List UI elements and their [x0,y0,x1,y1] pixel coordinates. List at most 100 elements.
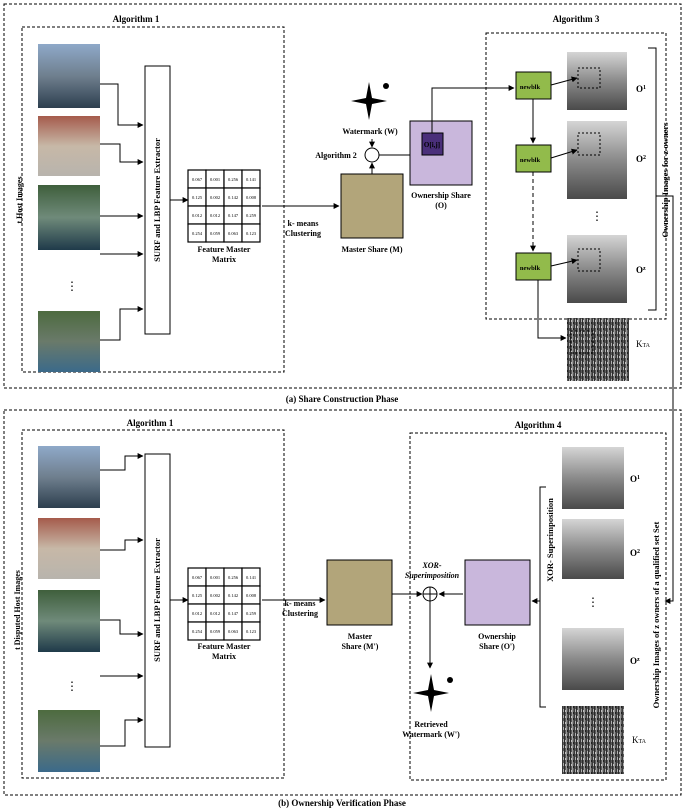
newblk-z-label: newblk [520,265,541,272]
arrow-image4-extractor-b [100,717,144,747]
host-image-girl-a [38,311,100,372]
feature-extractor-label-b: SURF and LBP Feature Extractor [152,538,162,662]
algorithm3-title: Algorithm 3 [553,14,600,24]
matrix-value-a: 0.063 [228,231,239,236]
matrix-value-a: 0.256 [228,177,239,182]
kta-image-a [567,318,629,381]
phase-b-ownership-verification: Algorithm 1 Algorithm 4 t Disputed Host … [3,409,682,808]
matrix-value-b: 0.012 [210,611,220,616]
arrow-xor-ownership-a [379,147,413,156]
kmeans-label-line2-a: Clustering [285,229,321,238]
ownership-share-label-line1-b: Ownership [478,632,516,641]
matrix-value-b: 0.067 [192,575,203,580]
master-share-label-a: Master Share (M) [341,245,402,254]
matrix-label-line1-a: Feature Master [198,245,251,254]
arrow-image3-extractor-b [100,619,144,637]
phase-a-outer-frame [3,3,682,389]
matrix-value-a: 0.012 [192,213,202,218]
matrix-value-b: 0.063 [228,629,239,634]
xor-vertical-label: XOR- Superimposition [545,498,555,582]
owner-ellipsis-a: ⋮ [591,209,603,223]
feature-extractor-box-a [144,65,171,335]
matrix-label-line2-a: Matrix [212,255,236,264]
host-images-label-a: t Host Images [15,176,24,223]
owner-image-2-block [577,132,601,156]
owner-z-label-b: Oz [630,656,640,666]
kmeans-label-line2-b: Clustering [282,609,318,618]
ownership-share-box-b [464,559,531,626]
newblk-1-box [515,71,552,100]
owner-image-1-block [577,67,601,89]
host-ellipsis-a: ⋮ [66,279,78,293]
retrieved-label-line1: Retrieved [414,720,448,729]
owner-2-label-a: O2 [636,154,646,164]
ownership-share-label-line2-a: (O) [435,201,447,210]
host-ellipsis-b: ⋮ [66,679,78,693]
matrix-value-a: 0.142 [228,195,238,200]
matrix-value-b: 0.259 [246,611,257,616]
matrix-value-b: 0.147 [228,611,239,616]
arrow-newblkz-kta [537,280,567,341]
host-image-waterfall-b [38,590,100,652]
owner-1-label-a: O1 [636,84,646,94]
arrow-image4-extractor-a [100,306,144,341]
oij-label: O[i,j] [424,141,440,149]
side-label-b: Ownership Images of z owners of a qualif… [651,521,661,708]
watermark-star-icon-a [351,82,387,120]
host-image-church-a [38,116,100,176]
kmeans-label-line1-b: k- means [285,599,316,608]
xor-bracket-b [539,486,546,708]
matrix-value-a: 0.001 [210,177,220,182]
matrix-value-b: 0.002 [210,593,220,598]
kta-block-a [570,330,594,354]
matrix-cell-b [241,621,261,641]
owners-bracket-a [648,47,657,311]
algorithm1-title-a: Algorithm 1 [113,14,160,24]
algorithm4-title: Algorithm 4 [515,420,562,430]
connector-phase-a-to-b [656,195,674,604]
arrow-image2-extractor-b [100,537,144,551]
host-image-city-b [38,446,100,508]
owner-1-label-b: O1 [630,474,640,484]
kta-label-b: KTA [632,735,647,745]
matrix-value-b: 0.001 [210,575,220,580]
matrix-label-line2-b: Matrix [212,652,236,661]
host-image-waterfall-a [38,185,100,250]
feature-extractor-label-a: SURF and LBP Feature Extractor [152,138,162,262]
algorithm1-title-b: Algorithm 1 [127,418,174,428]
arrow-image1-extractor-b [100,453,144,471]
algorithm1-frame-a [21,26,285,373]
retrieved-dot [447,677,453,683]
owner-2-label-b: O2 [630,548,640,558]
matrix-value-b: 0.059 [210,629,221,634]
owner-image-z-a [567,235,627,303]
ownership-share-label-line1-a: Ownership Share [411,191,471,200]
matrix-value-a: 0.254 [192,231,203,236]
arrow-newblk1-owner1 [550,76,578,86]
watermark-label: Watermark (W) [342,127,398,136]
host-image-church-b [38,518,100,579]
newblk-2-box [515,144,552,173]
owner-image-z-b [562,628,624,690]
owner-image-2-b [562,519,624,579]
watermark-dot-a [383,83,389,89]
host-images-label-b: t Disputed Host Images [13,570,22,650]
algorithm1-frame-b [21,429,285,779]
arrow-newblk2-owner2 [550,148,578,159]
matrix-label-line1-b: Feature Master [198,642,251,651]
newblk-2-label: newblk [520,157,541,164]
matrix-value-a: 0.012 [210,213,220,218]
matrix-value-b: 0.141 [246,575,256,580]
phase-b-caption: (b) Ownership Verification Phase [278,798,406,808]
matrix-cell-a [241,223,261,243]
phase-a-caption: (a) Share Construction Phase [286,394,399,404]
phase-a-share-construction: Algorithm 1 Algorithm 3 t Host Images ⋮ … [3,3,682,404]
arrow-newblkz-ownerz [550,258,578,267]
matrix-value-a: 0.059 [210,231,221,236]
matrix-value-a: 0.002 [210,195,220,200]
owner-image-2-a [567,121,627,199]
matrix-value-b: 0.254 [192,629,203,634]
